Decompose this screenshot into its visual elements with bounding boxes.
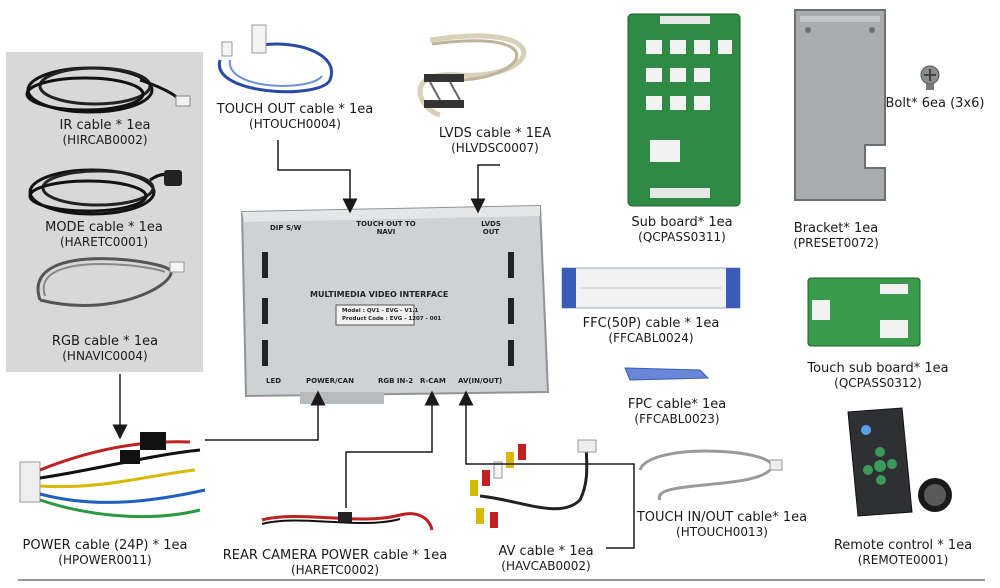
port-label-lvds-out: LVDS OUT bbox=[481, 220, 501, 236]
fpc-cable-label: FPC cable* 1ea (FFCABL0023) bbox=[602, 397, 752, 427]
rgb-cable-icon bbox=[36, 257, 185, 307]
item-code: (HNAVIC0004) bbox=[62, 349, 148, 363]
item-code: (PRESET0072) bbox=[793, 236, 879, 250]
bracket-label: Bracket* 1ea (PRESET0072) bbox=[776, 221, 896, 251]
item-name: AV cable * 1ea bbox=[498, 544, 594, 559]
item-name: Sub board* 1ea bbox=[631, 215, 733, 230]
remote-control-icon bbox=[847, 407, 952, 517]
touch-sub-board-label: Touch sub board* 1ea (QCPASS0312) bbox=[788, 361, 968, 391]
item-code: (FFCABL0023) bbox=[634, 412, 720, 426]
touch-out-cable-label: TOUCH OUT cable * 1ea (HTOUCH0004) bbox=[200, 102, 390, 132]
connection-arrows bbox=[112, 140, 635, 549]
port-label-dipsw: DIP S/W bbox=[270, 224, 302, 232]
item-name: RGB cable * 1ea bbox=[51, 334, 159, 349]
item-name: FFC(50P) cable * 1ea bbox=[582, 316, 720, 331]
lvds-cable-icon bbox=[417, 33, 527, 118]
item-name: Touch sub board* 1ea bbox=[807, 361, 949, 376]
item-code: (HIRCAB0002) bbox=[62, 133, 148, 147]
item-name: LVDS cable * 1EA bbox=[438, 126, 552, 141]
ffc-cable-icon bbox=[561, 267, 741, 309]
item-code: (HAVCAB0002) bbox=[501, 559, 591, 573]
port-label-rgb-in2: RGB IN-2 bbox=[378, 377, 414, 385]
remote-control-label: Remote control * 1ea (REMOTE0001) bbox=[818, 538, 988, 568]
port-label-power-can: POWER/CAN bbox=[306, 377, 354, 385]
item-code: (HTOUCH0004) bbox=[249, 117, 341, 131]
bracket-icon bbox=[794, 9, 886, 201]
power-cable-label: POWER cable (24P) * 1ea (HPOWER0011) bbox=[10, 538, 200, 568]
port-label-touch-out: TOUCH OUT TO NAVI bbox=[356, 220, 416, 236]
device-title: MULTIMEDIA VIDEO INTERFACE bbox=[310, 290, 449, 299]
touch-inout-cable-icon bbox=[638, 449, 783, 501]
item-name: REAR CAMERA POWER cable * 1ea bbox=[222, 548, 448, 563]
item-code: (HTOUCH0013) bbox=[676, 525, 768, 539]
item-name: Remote control * 1ea bbox=[833, 538, 973, 553]
touch-inout-cable-label: TOUCH IN/OUT cable* 1ea (HTOUCH0013) bbox=[622, 510, 822, 540]
touch-sub-board-icon bbox=[807, 277, 921, 347]
item-name: FPC cable* 1ea bbox=[627, 397, 727, 412]
item-name: Bracket* 1ea bbox=[793, 221, 879, 236]
power-harness-icon bbox=[19, 432, 206, 519]
item-code: (REMOTE0001) bbox=[857, 553, 949, 567]
item-code: (QCPASS0312) bbox=[834, 376, 922, 390]
sub-board-label: Sub board* 1ea (QCPASS0311) bbox=[612, 215, 752, 245]
device-product-code: Product Code : EVG - 1207 - 001 bbox=[342, 316, 442, 322]
port-label-led: LED bbox=[266, 377, 282, 385]
fpc-cable-icon bbox=[624, 367, 710, 381]
ir-cable-label: IR cable * 1ea (HIRCAB0002) bbox=[30, 118, 180, 148]
mode-cable-label: MODE cable * 1ea (HARETC0001) bbox=[24, 220, 184, 250]
mode-cable-icon bbox=[28, 168, 182, 216]
item-code: (HARETC0002) bbox=[290, 563, 380, 577]
lvds-cable-label: LVDS cable * 1EA (HLVDSC0007) bbox=[420, 126, 570, 156]
rear-camera-cable-label: REAR CAMERA POWER cable * 1ea (HARETC000… bbox=[200, 548, 470, 578]
item-name: MODE cable * 1ea bbox=[45, 220, 163, 235]
item-name: TOUCH OUT cable * 1ea bbox=[216, 102, 374, 117]
bolt-icon bbox=[920, 65, 940, 90]
bolt-label: Bolt* 6ea (3x6) bbox=[880, 96, 990, 111]
item-code: (HLVDSC0007) bbox=[451, 141, 539, 155]
rgb-cable-label: RGB cable * 1ea (HNAVIC0004) bbox=[30, 334, 180, 364]
item-code: (HPOWER0011) bbox=[58, 553, 152, 567]
item-name: IR cable * 1ea bbox=[59, 118, 151, 133]
rear-camera-cable-icon bbox=[261, 512, 434, 531]
av-cable-label: AV cable * 1ea (HAVCAB0002) bbox=[476, 544, 616, 574]
touch-out-cable-icon bbox=[218, 24, 334, 94]
item-code: (HARETC0001) bbox=[59, 235, 149, 249]
port-label-av-inout: AV(IN/OUT) bbox=[458, 377, 503, 385]
item-code: (QCPASS0311) bbox=[638, 230, 726, 244]
device-model: Model : QV1 - EVG - V1.1 bbox=[342, 308, 419, 314]
item-code: (FFCABL0024) bbox=[608, 331, 694, 345]
sub-board-icon bbox=[627, 13, 741, 207]
ir-cable-icon bbox=[25, 66, 191, 114]
port-label-r-cam: R-CAM bbox=[420, 377, 446, 385]
item-name: POWER cable (24P) * 1ea bbox=[22, 538, 188, 553]
accessory-panel bbox=[6, 52, 203, 372]
av-cable-icon bbox=[470, 439, 597, 528]
item-name: Bolt* 6ea (3x6) bbox=[885, 96, 985, 111]
item-name: TOUCH IN/OUT cable* 1ea bbox=[636, 510, 808, 525]
ffc-cable-label: FFC(50P) cable * 1ea (FFCABL0024) bbox=[556, 316, 746, 346]
